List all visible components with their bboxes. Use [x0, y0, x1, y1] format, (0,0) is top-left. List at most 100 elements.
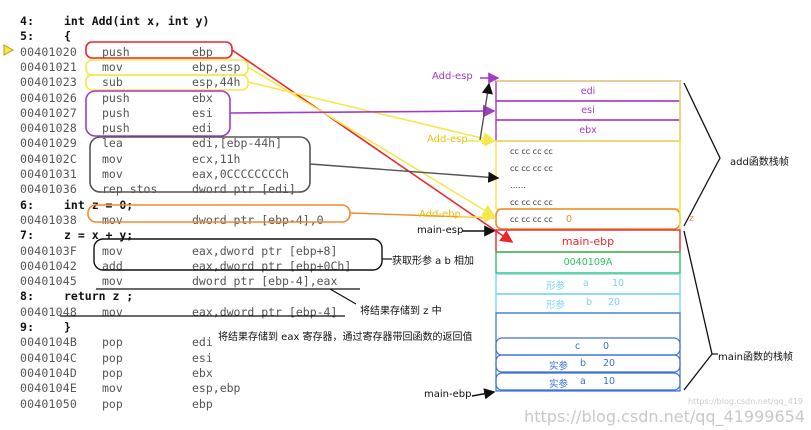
arg-a-value: 10	[603, 376, 616, 387]
asm-operands: esp,ebp	[192, 381, 241, 396]
asm-address: 0040104B	[20, 335, 77, 350]
asm-mnemonic: pop	[102, 365, 123, 380]
store-z-arrow	[329, 288, 357, 305]
asm-mnemonic: sub	[102, 75, 123, 90]
asm-operands: esi	[192, 350, 213, 365]
local-c-name: c	[575, 341, 581, 352]
stack-cc-line: ……	[510, 181, 526, 190]
asm-operands: eax,dword ptr [ebp-4]	[192, 304, 338, 319]
asm-address: 00401028	[20, 121, 77, 136]
asm-operands: ecx,11h	[192, 151, 241, 166]
stack-edi-text: edi	[580, 86, 596, 97]
init-locals-box	[89, 136, 311, 193]
asm-operands: edi,[ebp-44h]	[192, 136, 283, 151]
asm-address: 00401038	[20, 212, 77, 227]
param-b-value: 20	[608, 297, 621, 308]
asm-address: 00401029	[20, 136, 77, 151]
asm-operands: eax,0CCCCCCCCh	[192, 167, 289, 181]
asm-address: 0040104E	[20, 381, 77, 396]
arg-a-label: 实参	[549, 379, 569, 390]
push-regs-arrow	[229, 104, 496, 118]
main-ebp-label: main-ebp	[424, 389, 472, 400]
add-esp-up-arrow	[479, 82, 493, 141]
stack-ebx-text: ebx	[579, 125, 597, 136]
arg-b-name: b	[580, 358, 587, 369]
add-ebp-label: Add-ebp	[419, 209, 461, 220]
asm-operands: ebx	[192, 90, 213, 105]
asm-address: 00401042	[20, 258, 77, 273]
asm-mnemonic: pop	[102, 350, 123, 365]
asm-mnemonic: pop	[102, 335, 123, 350]
arg-b-value: 20	[603, 358, 616, 369]
source-text: }	[64, 320, 71, 334]
stack-slot-ret-addr	[495, 251, 681, 274]
push-ebp-box	[85, 41, 233, 59]
asm-address: 0040104D	[20, 365, 77, 380]
store-z-annotation: 将结果存储到 z 中	[360, 306, 442, 317]
init-z-box	[87, 204, 351, 223]
asm-operands: eax,dword ptr [ebp+0Ch]	[192, 258, 352, 273]
asm-mnemonic: push	[102, 90, 130, 105]
add-frame-brace	[683, 82, 721, 227]
instruction-pointer-arrow-icon	[3, 44, 15, 56]
param-a-label: 形参	[546, 281, 566, 292]
stack-esi-text: esi	[581, 105, 595, 116]
line-number: 6:	[20, 197, 35, 212]
add-esp-mid-label: Add-esp	[427, 134, 468, 145]
asm-address: 0040103F	[20, 243, 77, 258]
asm-address: 0040102C	[20, 151, 77, 166]
asm-mnemonic: push	[102, 105, 130, 120]
watermark-small: https://blog.csdn.net/qq_419	[688, 397, 803, 406]
stack-slot-c	[495, 337, 681, 356]
push-ebp-arrow	[231, 49, 514, 243]
asm-mnemonic: mov	[102, 151, 123, 166]
stack-cc-line-z: cc cc cc cc	[510, 215, 553, 224]
stack-ret-addr-text: 0040109A	[563, 257, 613, 268]
main-frame-box	[495, 312, 681, 392]
param-a-value: 10	[612, 278, 625, 289]
param-b-name: b	[586, 297, 593, 308]
asm-operands: ebx	[192, 365, 213, 380]
arg-a-name: a	[580, 376, 586, 387]
asm-mnemonic: mov	[102, 167, 123, 181]
line-number: 9:	[20, 320, 35, 334]
asm-address: 00401031	[20, 167, 77, 181]
asm-mnemonic: add	[102, 258, 123, 273]
stack-z-value: 0	[566, 214, 573, 225]
asm-address: 00401036	[20, 182, 77, 197]
stack-cc-line: cc cc cc cc	[510, 164, 553, 173]
push-registers-box	[85, 90, 231, 137]
add-esp-top-label: Add-esp	[432, 71, 473, 82]
add-params-annotation: 获取形参 a b 相加	[392, 256, 475, 267]
mov-ebp-esp-box	[85, 59, 249, 76]
local-c-value: 0	[603, 341, 610, 352]
asm-mnemonic: mov	[102, 243, 123, 258]
asm-mnemonic: push	[102, 44, 130, 59]
asm-address: 00401020	[20, 44, 77, 59]
asm-operands: esi	[192, 105, 213, 120]
asm-mnemonic: mov	[102, 304, 123, 319]
arg-b-label: 实参	[549, 361, 569, 372]
init-locals-arrow	[309, 163, 500, 183]
stack-slot-arg-a	[495, 372, 681, 391]
line-number: 7:	[20, 228, 35, 243]
source-text: {	[64, 29, 71, 44]
asm-mnemonic: pop	[102, 396, 123, 411]
z-marker-label: z	[689, 214, 694, 224]
asm-mnemonic: mov	[102, 274, 123, 289]
asm-operands: edi	[192, 121, 213, 136]
asm-address: 00401048	[20, 304, 77, 319]
line-number: 8:	[20, 289, 35, 304]
asm-address: 00401021	[20, 59, 77, 74]
param-a-name: a	[583, 278, 589, 289]
line-number: 5:	[20, 29, 35, 44]
store-eax-annotation: 将结果存储到 eax 寄存器，通过寄存器带回函数的返回值	[218, 332, 473, 343]
asm-address: 00401023	[20, 75, 77, 90]
main-frame-label: main函数的栈帧	[718, 352, 793, 363]
stack-cc-line: cc cc cc cc	[510, 198, 553, 207]
sub-esp-box	[85, 74, 249, 91]
add-frame-label: add函数栈帧	[730, 157, 789, 168]
asm-mnemonic: lea	[102, 136, 123, 151]
main-frame-brace	[683, 230, 713, 391]
